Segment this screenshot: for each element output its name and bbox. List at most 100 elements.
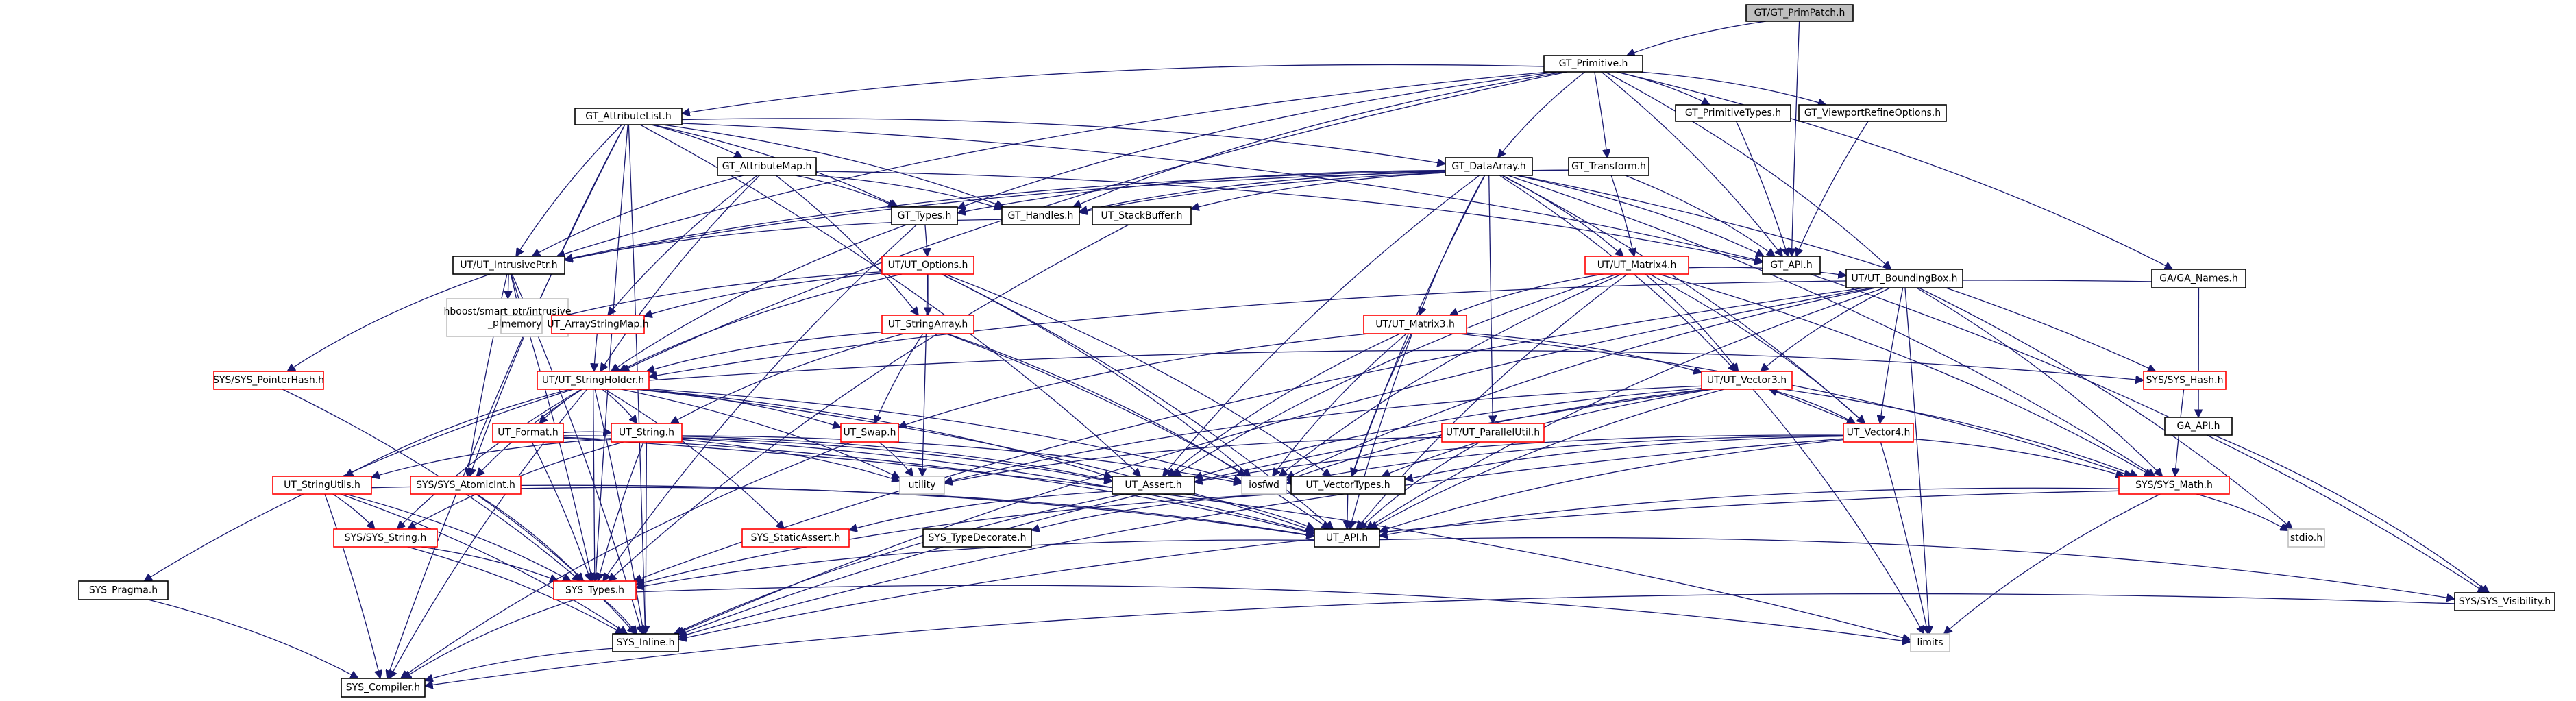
node-ut-assert-h[interactable]: UT_Assert.h	[1112, 476, 1195, 495]
edge-attrmap-to-strarray	[775, 175, 918, 315]
node-gt-dataarray-h[interactable]: GT_DataArray.h	[1445, 157, 1533, 176]
edge-atomic-to-utapi	[520, 487, 1314, 536]
edge-primitive-to-gtapi	[1601, 71, 1782, 256]
edge-matrix4-to-vector3	[1645, 273, 1739, 371]
node-ut-stackbuffer-h[interactable]: UT_StackBuffer.h	[1092, 206, 1192, 225]
node-ut-swap-h[interactable]: UT_Swap.h	[840, 423, 899, 443]
edge-primitive-to-primtypes	[1616, 71, 1710, 105]
node-ut-string-h[interactable]: UT_String.h	[611, 423, 683, 443]
node-utility[interactable]: utility	[899, 476, 945, 495]
node-gt-primitive-h[interactable]: GT_Primitive.h	[1543, 55, 1643, 73]
node-label: SYS_Inline.h	[617, 637, 675, 648]
node-gt-api-h[interactable]: GT_API.h	[1762, 256, 1821, 275]
node-box	[717, 157, 817, 176]
node-gt-gt-primpatch-h[interactable]: GT/GT_PrimPatch.h	[1745, 4, 1854, 22]
node-sys-types-h[interactable]: SYS_Types.h	[553, 580, 637, 600]
node-gt-attributemap-h[interactable]: GT_AttributeMap.h	[717, 157, 817, 176]
node-limits[interactable]: limits	[1910, 633, 1950, 652]
edge-vector4-to-limits	[1880, 441, 1928, 634]
edge-utstring-to-utapi	[681, 437, 1314, 533]
node-box	[1363, 315, 1467, 334]
edge-options-to-vectypes	[944, 273, 1331, 476]
node-box	[2143, 371, 2227, 390]
node-ut-stringarray-h[interactable]: UT_StringArray.h	[881, 315, 974, 334]
edge-strholder-to-sysstring	[397, 389, 582, 529]
node-box	[492, 423, 564, 443]
edge-strholder-to-utapi	[635, 389, 1314, 531]
node-memory[interactable]: memory	[500, 315, 543, 334]
edge-primitive-to-gttypes	[957, 71, 1558, 208]
node-label: SYS_Pragma.h	[89, 585, 158, 596]
node-ut-ut-matrix4-h[interactable]: UT/UT_Matrix4.h	[1584, 256, 1689, 275]
edge-sysmath-to-limits	[1944, 493, 2161, 634]
edge-gttypes-to-options	[925, 224, 927, 256]
node-ga-ga-names-h[interactable]: GA/GA_Names.h	[2151, 269, 2246, 288]
edge-dataarray-to-parallel	[1488, 175, 1493, 423]
edge-strholder-to-staticassert	[604, 389, 784, 529]
node-gt-transform-h[interactable]: GT_Transform.h	[1568, 157, 1649, 176]
node-layer: GT/GT_PrimPatch.hGT_Primitive.hGT_Attrib…	[78, 4, 2555, 698]
node-ut-api-h[interactable]: UT_API.h	[1314, 528, 1380, 548]
node-box	[1798, 104, 1947, 122]
node-gt-viewportrefineoptions-h[interactable]: GT_ViewportRefineOptions.h	[1798, 104, 1947, 122]
edge-attrlist-to-intrusive	[516, 124, 622, 256]
node-ga-api-h[interactable]: GA_API.h	[2164, 417, 2233, 436]
node-gt-attributelist-h[interactable]: GT_AttributeList.h	[574, 108, 683, 125]
node-sys-sys-string-h[interactable]: SYS/SYS_String.h	[333, 528, 438, 548]
node-sys-compiler-h[interactable]: SYS_Compiler.h	[341, 678, 426, 698]
node-label: GT_API.h	[1770, 260, 1812, 271]
edge-bbox-to-limits	[1904, 287, 1930, 634]
node-ut-vectortypes-h[interactable]: UT_VectorTypes.h	[1290, 476, 1406, 495]
node-gt-types-h[interactable]: GT_Types.h	[891, 206, 958, 225]
node-ut-stringutils-h[interactable]: UT_StringUtils.h	[272, 476, 372, 495]
node-label: GT_ViewportRefineOptions.h	[1804, 108, 1941, 119]
edge-transform-to-matrix4	[1610, 175, 1634, 256]
node-ut-arraystringmap-h[interactable]: UT_ArrayStringMap.h	[547, 315, 649, 334]
node-box	[1001, 206, 1080, 225]
node-sys-typedecorate-h[interactable]: SYS_TypeDecorate.h	[922, 528, 1032, 548]
edge-transform-to-gtapi	[1625, 175, 1775, 256]
node-iosfwd[interactable]: iosfwd	[1241, 476, 1287, 495]
node-box	[899, 476, 945, 495]
edge-primitive-to-viewport	[1639, 71, 1826, 105]
edge-primitive-to-bbox	[1605, 71, 1891, 269]
node-sys-sys-math-h[interactable]: SYS/SYS_Math.h	[2118, 476, 2230, 495]
node-sys-inline-h[interactable]: SYS_Inline.h	[612, 633, 679, 652]
node-ut-ut-boundingbox-h[interactable]: UT/UT_BoundingBox.h	[1845, 269, 1963, 288]
node-sys-sys-pointerhash-h[interactable]: SYS/SYS_PointerHash.h	[213, 371, 324, 390]
node-ut-ut-options-h[interactable]: UT/UT_Options.h	[881, 256, 974, 275]
node-sys-sys-atomicint-h[interactable]: SYS/SYS_AtomicInt.h	[410, 476, 522, 495]
node-stdio-h[interactable]: stdio.h	[2287, 528, 2325, 548]
node-box	[1675, 104, 1791, 122]
edge-attrmap-to-strholder	[600, 175, 760, 371]
node-ut-vector4-h[interactable]: UT_Vector4.h	[1843, 423, 1914, 443]
edge-strholder-to-syshash	[648, 349, 2144, 380]
edge-utstring-to-utility	[681, 439, 900, 481]
edge-viewport-to-gtapi	[1796, 121, 1869, 256]
edge-assert-to-utapi	[1186, 493, 1314, 529]
edge-parallel-to-utapi	[1360, 441, 1481, 529]
node-ut-ut-parallelutil-h[interactable]: UT/UT_ParallelUtil.h	[1441, 423, 1545, 443]
edge-attrmap-to-intrusive	[532, 175, 744, 256]
edge-vectypes-to-typedecorate	[1031, 493, 1292, 530]
edge-strholder-to-utstring	[602, 389, 637, 423]
node-label: SYS_Types.h	[565, 585, 624, 596]
node-ut-ut-matrix3-h[interactable]: UT/UT_Matrix3.h	[1363, 315, 1467, 334]
edge-bbox-to-systypes	[634, 287, 1866, 581]
edge-attrmap-to-gtapi	[815, 171, 1763, 262]
edge-vectypes-to-systypes	[636, 492, 1292, 585]
edge-primpatch-to-gtapi	[1791, 21, 1800, 256]
node-ut-format-h[interactable]: UT_Format.h	[492, 423, 564, 443]
node-ut-ut-vector3-h[interactable]: UT/UT_Vector3.h	[1701, 371, 1793, 390]
node-gt-handles-h[interactable]: GT_Handles.h	[1001, 206, 1080, 225]
node-ut-ut-intrusiveptr-h[interactable]: UT/UT_IntrusivePtr.h	[452, 256, 565, 275]
node-gt-primitivetypes-h[interactable]: GT_PrimitiveTypes.h	[1675, 104, 1791, 122]
edge-swap-to-utility	[879, 441, 913, 476]
node-sys-sys-visibility-h[interactable]: SYS/SYS_Visibility.h	[2454, 592, 2555, 611]
node-ut-ut-stringholder-h[interactable]: UT/UT_StringHolder.h	[537, 371, 650, 390]
node-sys-pragma-h[interactable]: SYS_Pragma.h	[78, 580, 169, 600]
edge-stackbuf-to-systypes	[609, 224, 1129, 581]
edge-primtypes-to-gtapi	[1735, 121, 1788, 256]
node-sys-sys-hash-h[interactable]: SYS/SYS_Hash.h	[2143, 371, 2227, 390]
node-sys-staticassert-h[interactable]: SYS_StaticAssert.h	[741, 528, 850, 548]
